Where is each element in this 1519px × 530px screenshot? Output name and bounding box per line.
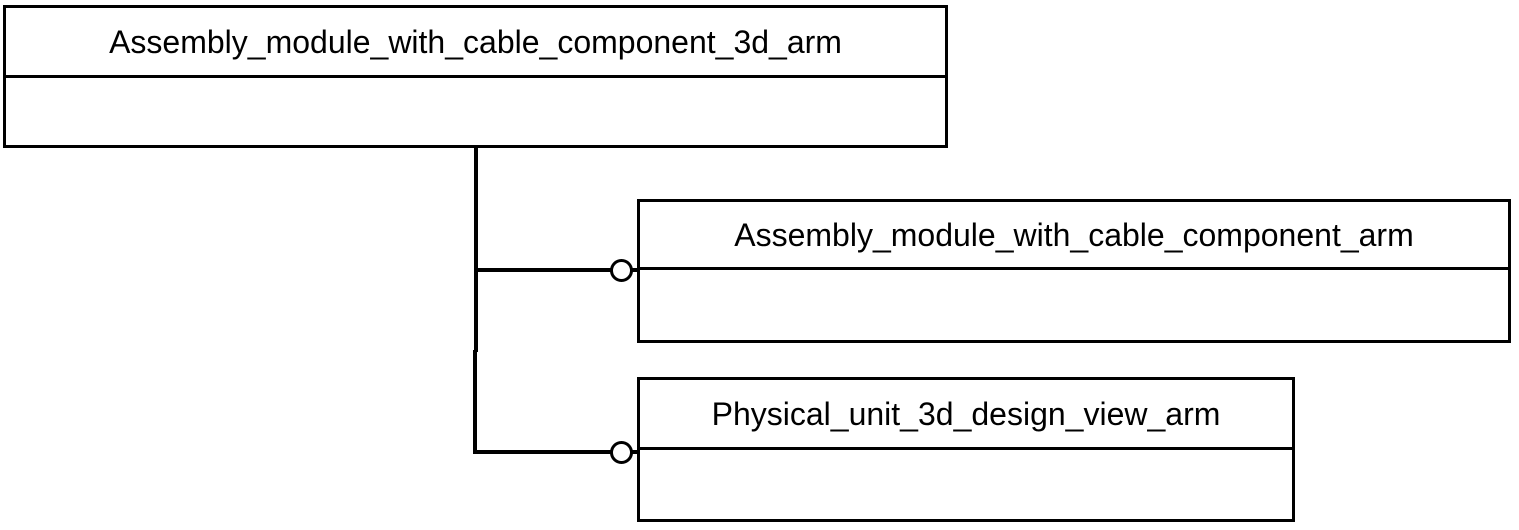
connector-trunk-lower: [473, 350, 477, 454]
entity-name-label: Physical_unit_3d_design_view_arm: [711, 395, 1221, 432]
connector-trunk-upper: [474, 148, 478, 352]
entity-name-label: Assembly_module_with_cable_component_arm: [734, 216, 1414, 253]
subtype-circle-icon: [610, 441, 633, 464]
subtype-circle-icon: [610, 259, 633, 282]
entity-box-subtype-2[interactable]: Physical_unit_3d_design_view_arm: [637, 377, 1295, 522]
entity-attribute-compartment: [640, 450, 1292, 519]
entity-box-supertype[interactable]: Assembly_module_with_cable_component_3d_…: [3, 5, 948, 148]
entity-title-row: Assembly_module_with_cable_component_3d_…: [6, 8, 945, 78]
entity-title-row: Assembly_module_with_cable_component_arm: [640, 202, 1508, 270]
entity-attribute-compartment: [6, 78, 945, 145]
connector-branch-to-subtype-1: [474, 268, 640, 272]
connector-branch-to-subtype-2: [473, 450, 640, 454]
entity-name-label: Assembly_module_with_cable_component_3d_…: [109, 23, 842, 60]
entity-title-row: Physical_unit_3d_design_view_arm: [640, 380, 1292, 450]
entity-box-subtype-1[interactable]: Assembly_module_with_cable_component_arm: [637, 199, 1511, 343]
entity-attribute-compartment: [640, 270, 1508, 340]
